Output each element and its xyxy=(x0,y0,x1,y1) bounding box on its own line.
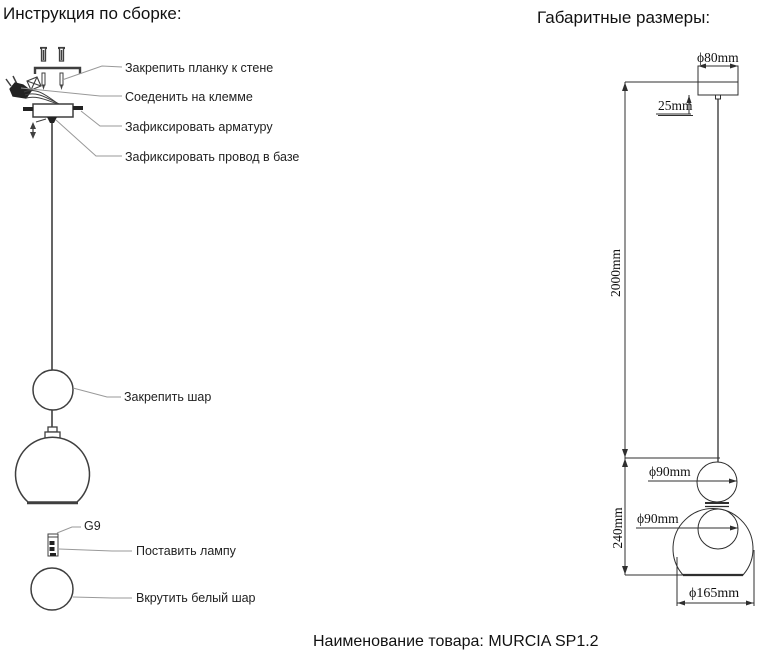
dim-joint xyxy=(705,502,729,508)
dim-text-cord-length: 2000mm xyxy=(608,249,623,298)
label-fix-fixture: Зафиксировать арматуру xyxy=(125,120,273,134)
dim-inner-ball-diameter xyxy=(636,525,738,531)
dim-shade xyxy=(672,508,754,577)
product-name: Наименование товара: MURCIA SP1.2 xyxy=(313,633,599,650)
dim-canopy xyxy=(697,63,739,100)
dimensions-title: Габаритные размеры: xyxy=(537,8,711,27)
dim-text-shade-diameter: ϕ165mm xyxy=(689,586,740,601)
dim-shade-diameter xyxy=(676,550,755,606)
screw-icon xyxy=(58,46,65,90)
label-fix-bracket: Закрепить планку к стене xyxy=(125,61,274,75)
assembly-title: Инструкция по сборке: xyxy=(3,4,182,23)
label-install-lamp: Поставить лампу xyxy=(136,544,236,558)
dim-canopy-height xyxy=(656,95,692,115)
dim-inner-ball xyxy=(697,508,739,550)
label-fix-wire: Зафиксировать провод в базе xyxy=(125,150,300,164)
dim-body-height xyxy=(622,458,690,576)
dimension-drawing xyxy=(622,63,755,606)
dim-cord-length xyxy=(622,81,720,459)
mounting-bracket xyxy=(33,66,82,74)
height-adjust-arrow-icon xyxy=(30,118,47,139)
g9-bulb-icon xyxy=(47,533,59,557)
white-ball xyxy=(30,567,74,611)
label-fix-ball: Закрепить шар xyxy=(124,390,212,404)
screw-icon xyxy=(40,46,47,90)
canopy xyxy=(23,103,83,123)
dim-text-canopy-diameter: ϕ80mm xyxy=(697,50,739,65)
dim-top-ball-diameter xyxy=(648,478,737,484)
label-socket-type: G9 xyxy=(84,519,101,533)
dim-text-top-ball-diameter: ϕ90mm xyxy=(649,464,691,479)
shade-fitting xyxy=(44,426,61,439)
dim-text-canopy-height: 25mm xyxy=(658,98,693,116)
glass-shade xyxy=(14,436,91,505)
terminal-block-icon xyxy=(26,76,42,91)
assembly-drawing xyxy=(5,46,91,611)
ball xyxy=(32,369,74,411)
label-screw-white-ball: Вкрутить белый шар xyxy=(136,591,256,605)
dim-text-body-height: 240mm xyxy=(610,507,625,549)
leader-lines xyxy=(20,65,132,599)
dim-text-inner-ball-diameter: ϕ90mm xyxy=(637,511,679,526)
label-connect-terminal: Соеденить на клемме xyxy=(125,90,253,104)
